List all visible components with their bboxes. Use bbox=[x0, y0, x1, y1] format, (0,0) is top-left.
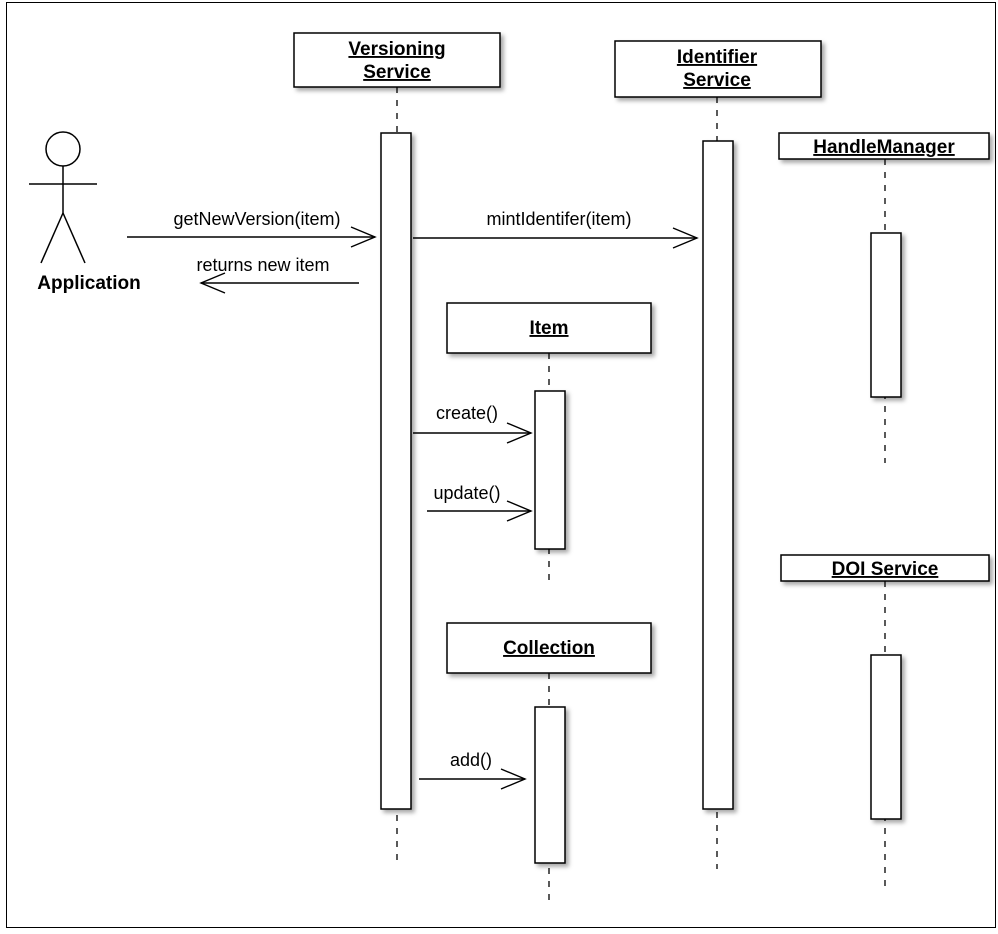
participant-versioning-service: Versioning Service bbox=[293, 32, 501, 88]
identifier-service-label-line2: Service bbox=[683, 70, 751, 91]
update-label: update() bbox=[433, 483, 500, 503]
versioning-activation bbox=[380, 132, 412, 810]
item-label: Item bbox=[529, 318, 568, 339]
add-arrowhead bbox=[500, 768, 527, 790]
collection-activation bbox=[534, 706, 566, 864]
mint-identifier-label: mintIdentifer(item) bbox=[486, 209, 631, 229]
participant-collection: Collection bbox=[446, 622, 652, 674]
doi-service-label: DOI Service bbox=[832, 559, 939, 580]
participant-identifier-service: Identifier Service bbox=[614, 40, 822, 98]
add-label: add() bbox=[450, 750, 492, 770]
handle-activation bbox=[870, 232, 902, 398]
returns-new-item-label: returns new item bbox=[196, 255, 329, 275]
versioning-service-label-line2: Service bbox=[363, 62, 431, 83]
identifier-service-label-line1: Identifier bbox=[677, 47, 758, 68]
create-label: create() bbox=[436, 403, 498, 423]
create-arrowhead bbox=[506, 422, 533, 444]
get-new-version-label: getNewVersion(item) bbox=[173, 209, 340, 229]
handle-manager-label: HandleManager bbox=[813, 137, 955, 158]
actor-application bbox=[29, 131, 97, 264]
collection-label: Collection bbox=[503, 638, 595, 659]
doi-activation bbox=[870, 654, 902, 820]
mint-identifier-arrowhead bbox=[672, 227, 699, 249]
diagram-frame: Versioning Service Identifier Service Ha… bbox=[6, 2, 996, 928]
actor-label: Application bbox=[37, 273, 140, 294]
item-activation bbox=[534, 390, 566, 550]
get-new-version-arrowhead bbox=[350, 226, 377, 248]
participant-doi-service: DOI Service bbox=[780, 554, 990, 582]
identifier-activation bbox=[702, 140, 734, 810]
returns-new-item-arrowhead bbox=[199, 272, 226, 294]
participant-handle-manager: HandleManager bbox=[778, 132, 990, 160]
participant-item: Item bbox=[446, 302, 652, 354]
versioning-service-label-line1: Versioning bbox=[348, 39, 445, 60]
actor-head bbox=[45, 131, 81, 167]
sequence-diagram: Versioning Service Identifier Service Ha… bbox=[29, 32, 990, 901]
update-arrowhead bbox=[506, 500, 533, 522]
